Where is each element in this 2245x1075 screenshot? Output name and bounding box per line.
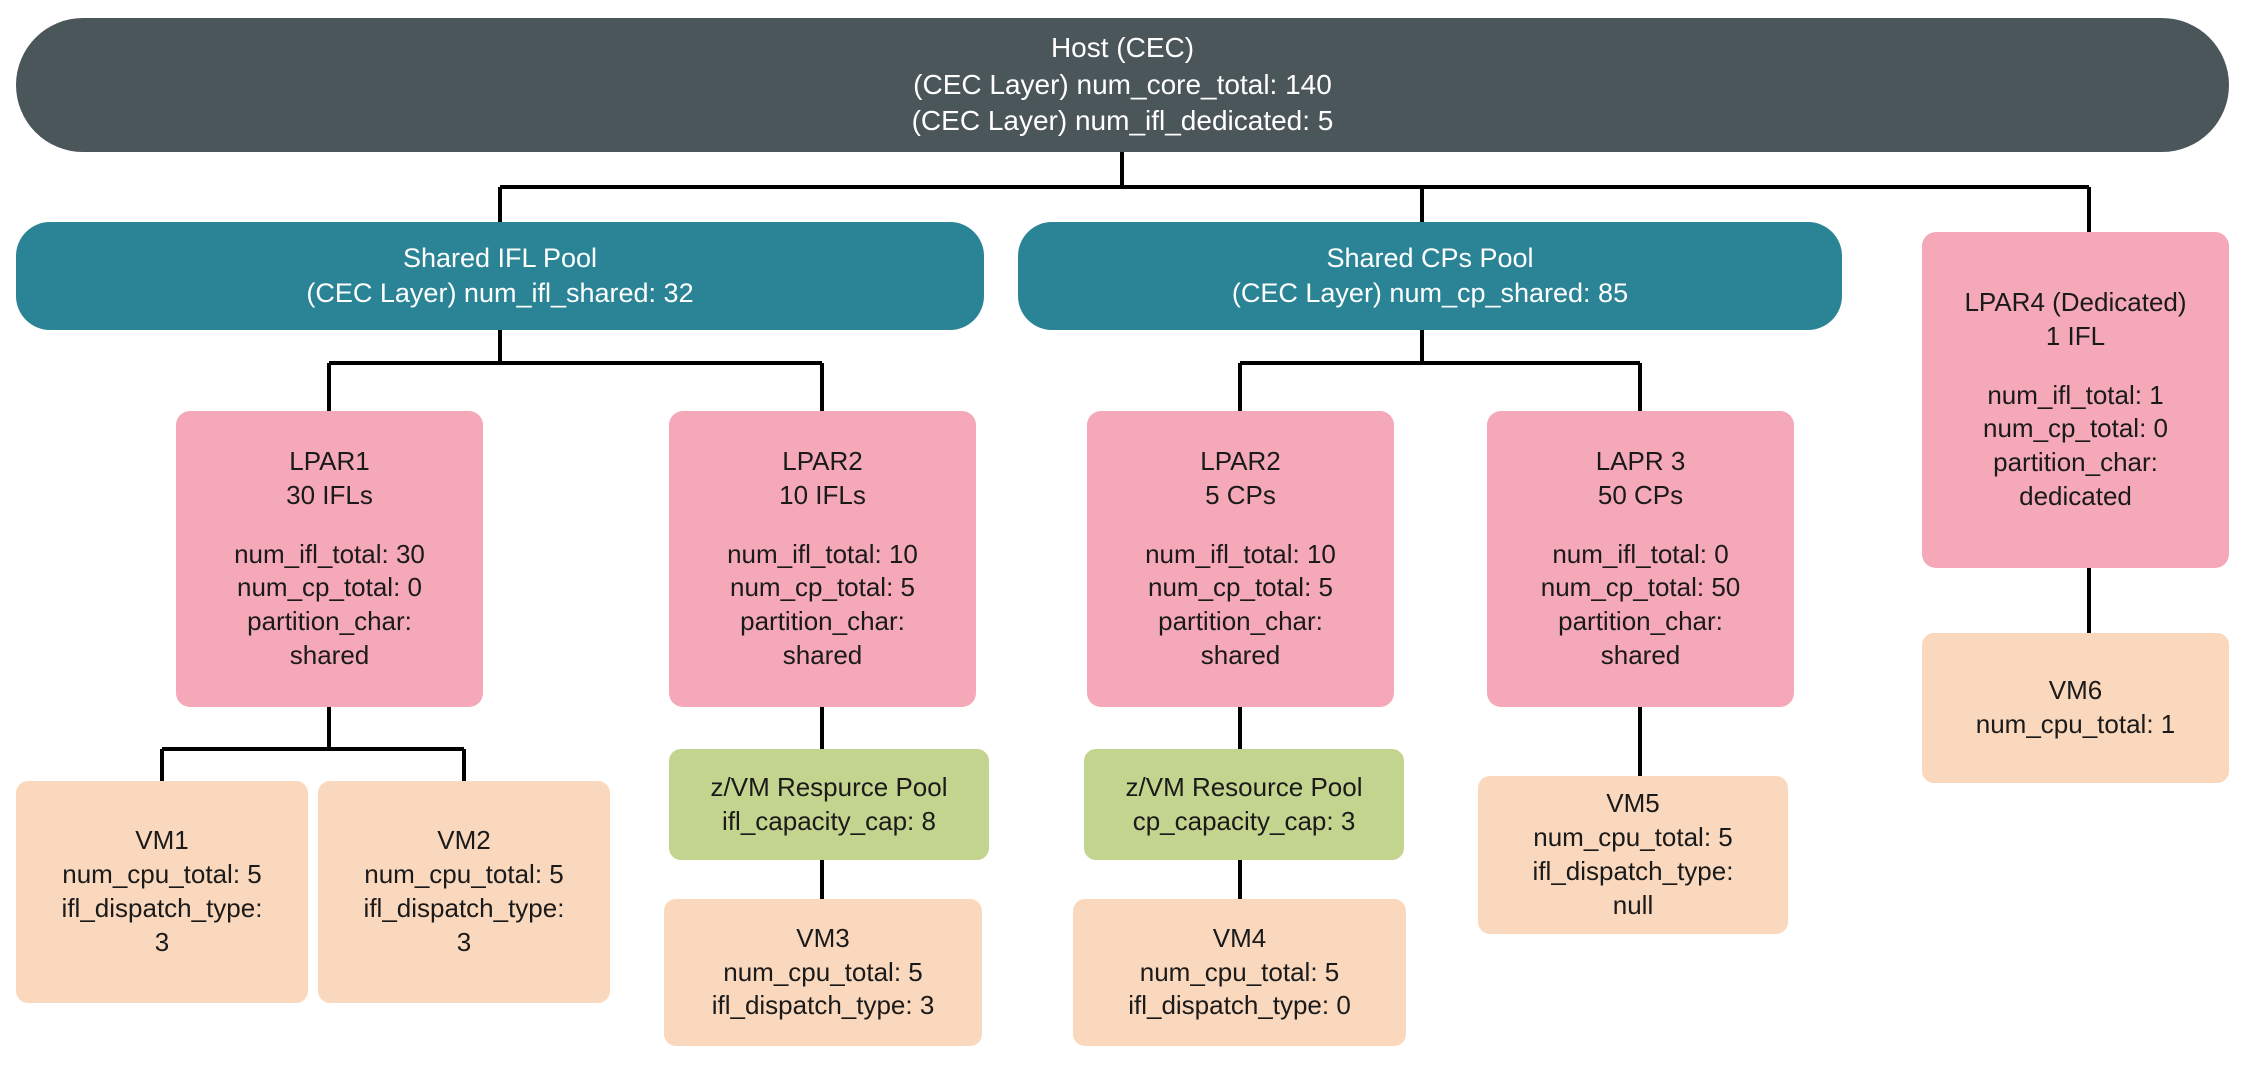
host-num-core-total: (CEC Layer) num_core_total: 140: [913, 68, 1332, 100]
zvm-pool-cp-title: z/VM Resource Pool: [1125, 771, 1363, 802]
lpar2-ifl-partition-char-value: shared: [782, 639, 863, 670]
lapr3-num-ifl-total: num_ifl_total: 0: [1552, 538, 1729, 569]
lapr3-title: LAPR 3: [1595, 446, 1686, 477]
node-vm4[interactable]: VM4 num_cpu_total: 5 ifl_dispatch_type: …: [1073, 899, 1406, 1046]
lpar1-num-ifl-total: num_ifl_total: 30: [234, 538, 425, 569]
vm2-ifl-dispatch-type-value: 3: [456, 926, 472, 957]
node-lpar2-ifl[interactable]: LPAR2 10 IFLs num_ifl_total: 10 num_cp_t…: [669, 411, 976, 707]
lpar2-ifl-num-ifl-total: num_ifl_total: 10: [727, 538, 918, 569]
vm3-title: VM3: [796, 922, 850, 953]
lpar2-cp-subtitle: 5 CPs: [1205, 480, 1276, 511]
host-num-ifl-dedicated: (CEC Layer) num_ifl_dedicated: 5: [911, 105, 1334, 137]
shared-cps-pool-title: Shared CPs Pool: [1326, 242, 1534, 273]
lpar2-cp-num-ifl-total: num_ifl_total: 10: [1145, 538, 1336, 569]
node-lpar2-cp[interactable]: LPAR2 5 CPs num_ifl_total: 10 num_cp_tot…: [1087, 411, 1394, 707]
lpar1-title: LPAR1: [289, 446, 370, 477]
lpar4-num-cp-total: num_cp_total: 0: [1982, 413, 2168, 444]
node-shared-ifl-pool[interactable]: Shared IFL Pool (CEC Layer) num_ifl_shar…: [16, 222, 984, 330]
node-lpar4-dedicated[interactable]: LPAR4 (Dedicated) 1 IFL num_ifl_total: 1…: [1922, 232, 2229, 568]
lpar2-cp-num-cp-total: num_cp_total: 5: [1147, 572, 1333, 603]
lpar1-subtitle: 30 IFLs: [286, 480, 373, 511]
vm4-num-cpu-total: num_cpu_total: 5: [1139, 956, 1340, 987]
vm5-ifl-dispatch-type-value: null: [1612, 889, 1654, 920]
lpar4-subtitle: 1 IFL: [2045, 321, 2106, 352]
node-vm1[interactable]: VM1 num_cpu_total: 5 ifl_dispatch_type: …: [16, 781, 308, 1003]
vm3-ifl-dispatch-type: ifl_dispatch_type: 3: [711, 990, 935, 1021]
node-host-cec[interactable]: Host (CEC) (CEC Layer) num_core_total: 1…: [16, 18, 2229, 152]
node-vm5[interactable]: VM5 num_cpu_total: 5 ifl_dispatch_type: …: [1478, 776, 1788, 934]
zvm-pool-ifl-capacity-cap: ifl_capacity_cap: 8: [722, 805, 936, 836]
lpar2-ifl-num-cp-total: num_cp_total: 5: [729, 572, 915, 603]
vm4-ifl-dispatch-type: ifl_dispatch_type: 0: [1128, 990, 1351, 1021]
shared-ifl-pool-title: Shared IFL Pool: [402, 242, 598, 273]
lpar4-num-ifl-total: num_ifl_total: 1: [1987, 379, 2164, 410]
vm1-ifl-dispatch-type-key: ifl_dispatch_type:: [61, 893, 263, 923]
lpar4-partition-char-value: dedicated: [2019, 480, 2132, 511]
host-title: Host (CEC): [1050, 32, 1195, 64]
vm5-ifl-dispatch-type-key: ifl_dispatch_type:: [1532, 856, 1734, 886]
lpar4-title: LPAR4 (Dedicated): [1964, 287, 2187, 318]
node-zvm-pool-ifl[interactable]: z/VM Respurce Pool ifl_capacity_cap: 8: [669, 749, 989, 860]
vm3-num-cpu-total: num_cpu_total: 5: [723, 956, 923, 987]
node-shared-cps-pool[interactable]: Shared CPs Pool (CEC Layer) num_cp_share…: [1018, 222, 1842, 330]
node-vm6[interactable]: VM6 num_cpu_total: 1: [1922, 633, 2229, 783]
shared-cps-pool-num-cp-shared: (CEC Layer) num_cp_shared: 85: [1231, 278, 1629, 308]
lpar2-cp-title: LPAR2: [1200, 446, 1281, 477]
vm1-title: VM1: [135, 825, 189, 856]
lpar2-ifl-partition-char-key: partition_char:: [740, 606, 905, 637]
node-zvm-pool-cp[interactable]: z/VM Resource Pool cp_capacity_cap: 3: [1084, 749, 1404, 860]
lapr3-partition-char-value: shared: [1600, 639, 1681, 670]
lpar2-ifl-title: LPAR2: [782, 446, 863, 477]
lapr3-subtitle: 50 CPs: [1597, 480, 1684, 511]
vm2-ifl-dispatch-type-key: ifl_dispatch_type:: [363, 893, 565, 923]
vm6-num-cpu-total: num_cpu_total: 1: [1975, 709, 2176, 739]
lpar1-partition-char-key: partition_char:: [247, 606, 412, 637]
lpar1-num-cp-total: num_cp_total: 0: [236, 572, 422, 603]
node-vm3[interactable]: VM3 num_cpu_total: 5 ifl_dispatch_type: …: [664, 899, 982, 1046]
lpar2-ifl-subtitle: 10 IFLs: [779, 480, 866, 511]
vm5-num-cpu-total: num_cpu_total: 5: [1533, 822, 1733, 853]
zvm-pool-cp-capacity-cap: cp_capacity_cap: 3: [1132, 805, 1356, 836]
vm6-title: VM6: [2048, 675, 2103, 706]
vm2-num-cpu-total: num_cpu_total: 5: [364, 859, 564, 890]
node-vm2[interactable]: VM2 num_cpu_total: 5 ifl_dispatch_type: …: [318, 781, 610, 1003]
vm1-ifl-dispatch-type-value: 3: [154, 926, 170, 957]
lapr3-partition-char-key: partition_char:: [1558, 606, 1723, 637]
vm5-title: VM5: [1606, 788, 1660, 819]
zvm-pool-ifl-title: z/VM Respurce Pool: [710, 771, 948, 802]
node-lapr3[interactable]: LAPR 3 50 CPs num_ifl_total: 0 num_cp_to…: [1487, 411, 1794, 707]
node-lpar1[interactable]: LPAR1 30 IFLs num_ifl_total: 30 num_cp_t…: [176, 411, 483, 707]
vm2-title: VM2: [437, 825, 491, 856]
lpar4-partition-char-key: partition_char:: [1993, 447, 2158, 478]
lapr3-num-cp-total: num_cp_total: 50: [1540, 572, 1741, 603]
vm4-title: VM4: [1212, 922, 1267, 953]
vm1-num-cpu-total: num_cpu_total: 5: [62, 859, 262, 890]
lpar2-cp-partition-char-value: shared: [1200, 639, 1281, 670]
lpar1-partition-char-value: shared: [289, 639, 370, 670]
lpar2-cp-partition-char-key: partition_char:: [1158, 606, 1323, 637]
shared-ifl-pool-num-ifl-shared: (CEC Layer) num_ifl_shared: 32: [306, 278, 694, 308]
